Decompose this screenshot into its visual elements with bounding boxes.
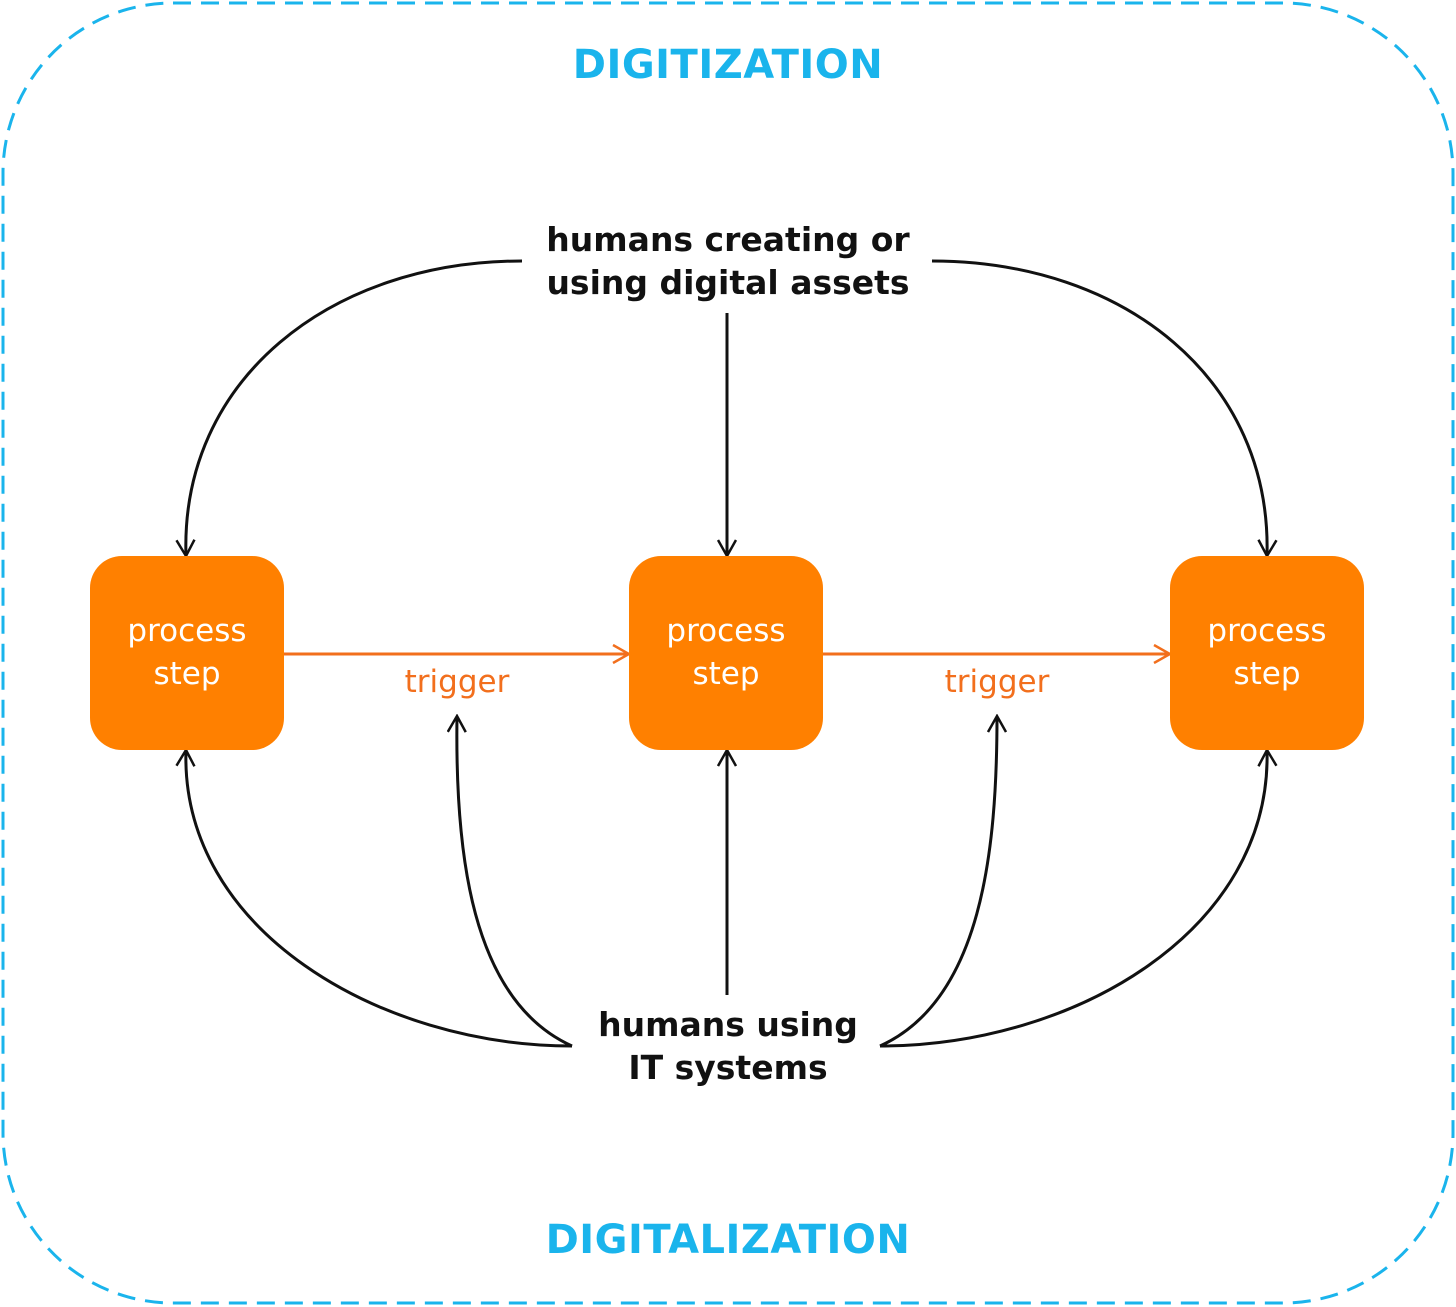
trigger-label-2: trigger [944, 664, 1050, 700]
process-step-1: process step [90, 556, 284, 750]
arrow-top-to-step-1 [186, 259, 523, 556]
process-step-2-line-2: step [692, 656, 760, 692]
bottom-actor-line-1: humans using [598, 1005, 858, 1044]
arrow-bottom-to-step-1 [186, 750, 573, 1048]
process-step-2-line-1: process [666, 613, 786, 649]
arrow-bottom-to-step-3 [879, 750, 1267, 1048]
bottom-actor-line-2: IT systems [628, 1048, 828, 1087]
top-actor-label: humans creating or using digital assets [478, 218, 978, 304]
top-actor-line-2: using digital assets [546, 263, 910, 302]
digitization-title: DIGITIZATION [572, 42, 884, 88]
top-actor-line-1: humans creating or [546, 220, 910, 259]
bottom-actor-label: humans using IT systems [478, 1003, 978, 1089]
process-step-2: process step [629, 556, 823, 750]
arrow-top-to-step-3 [931, 259, 1267, 556]
trigger-label-1: trigger [404, 664, 510, 700]
process-step-3-line-1: process [1207, 613, 1327, 649]
process-step-1-line-1: process [127, 613, 247, 649]
arrow-bottom-to-trigger-1 [457, 716, 573, 1048]
process-step-3-line-2: step [1233, 656, 1301, 692]
process-step-1-line-2: step [153, 656, 221, 692]
digitalization-title: DIGITALIZATION [545, 1217, 911, 1263]
process-step-3: process step [1170, 556, 1364, 750]
arrow-bottom-to-trigger-2 [879, 716, 997, 1048]
